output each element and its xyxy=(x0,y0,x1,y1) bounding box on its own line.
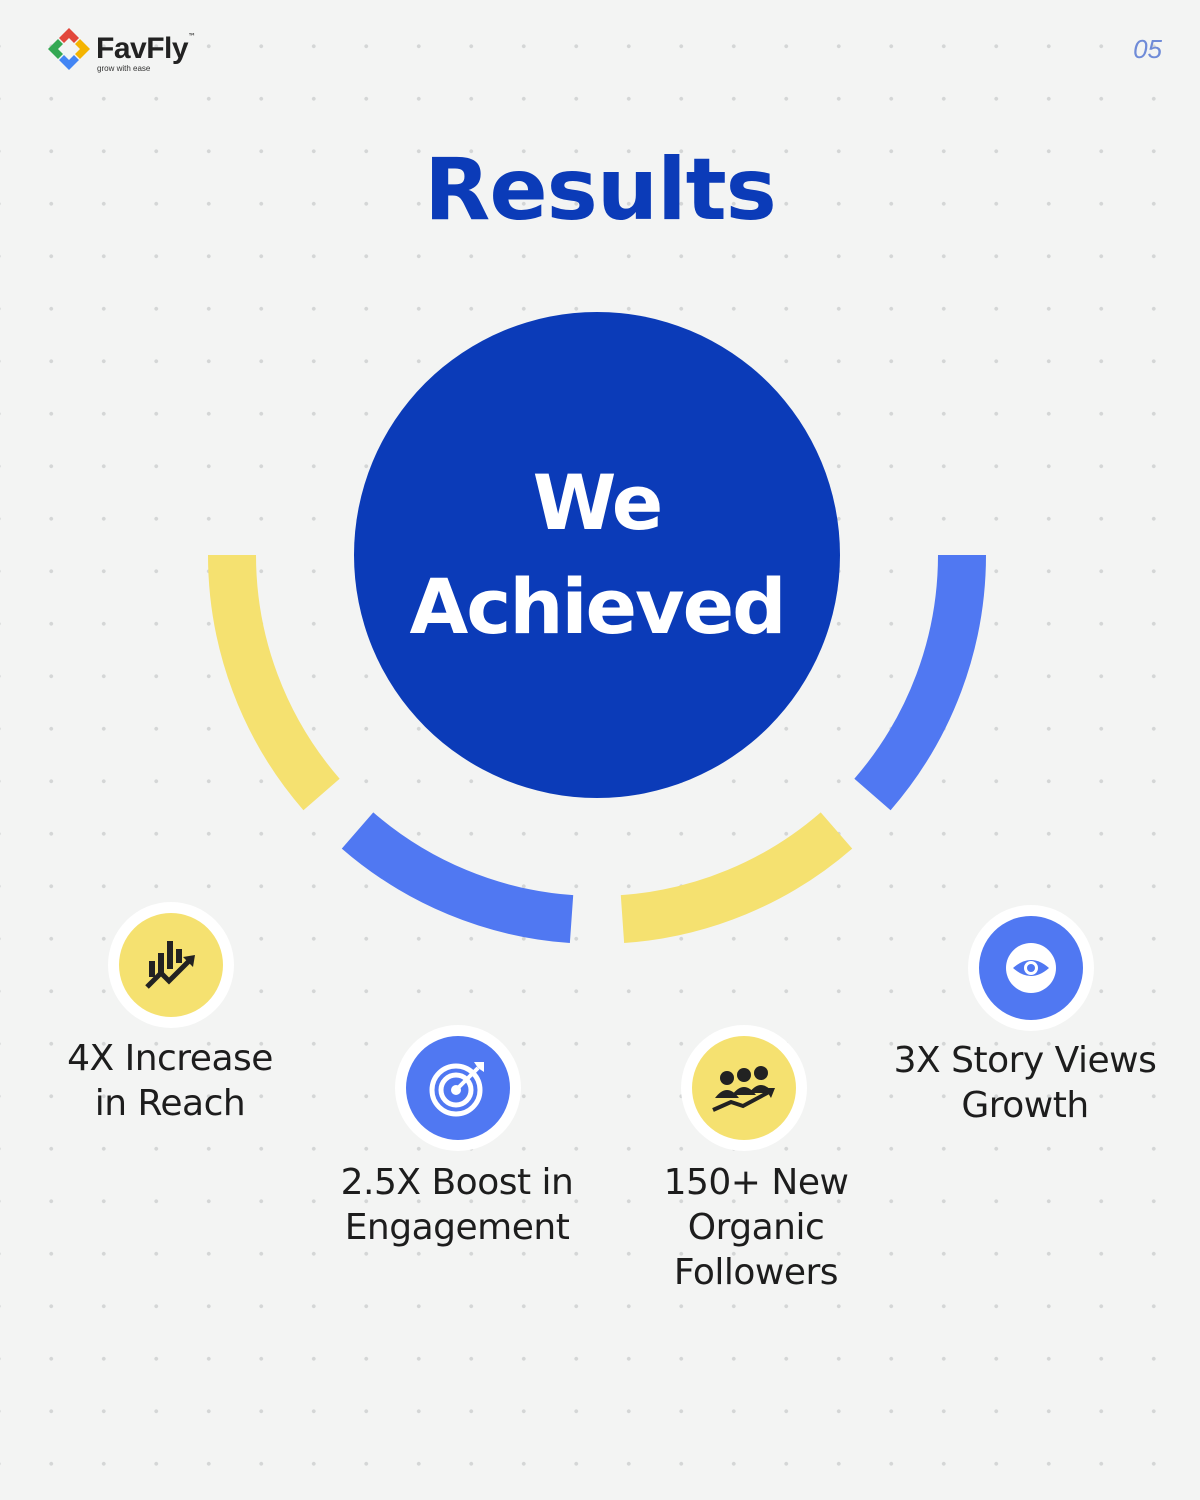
eye-icon xyxy=(1006,943,1056,993)
label-line: 3X Story Views xyxy=(893,1040,1157,1081)
hub-line-1: We xyxy=(532,458,664,547)
result-badge-story-views xyxy=(968,905,1094,1031)
favfly-logo-icon xyxy=(48,28,90,70)
ring-segment-right xyxy=(854,554,986,811)
ring-segment-left xyxy=(208,554,340,811)
followers-growth-icon xyxy=(712,1066,775,1112)
label-line: Organic xyxy=(687,1207,825,1248)
page-number: 05 xyxy=(1133,34,1162,64)
label-line: 4X Increase xyxy=(67,1038,273,1079)
label-line: Growth xyxy=(961,1085,1089,1126)
hub-circle: We Achieved xyxy=(354,312,840,798)
ring-segment-bottom-right xyxy=(620,812,853,944)
label-line: Followers xyxy=(673,1252,839,1293)
result-badge-engagement xyxy=(395,1025,521,1151)
result-label-story-views: 3X Story Views Growth xyxy=(865,1038,1185,1128)
result-label-engagement: 2.5X Boost in Engagement xyxy=(297,1160,617,1250)
brand-logo: FavFly ™ grow with ease xyxy=(46,26,197,73)
label-line: 2.5X Boost in xyxy=(340,1162,574,1203)
result-label-reach: 4X Increase in Reach xyxy=(10,1036,330,1126)
result-badge-followers xyxy=(681,1025,807,1151)
growth-chart-icon xyxy=(145,941,195,989)
result-badge-reach xyxy=(108,902,234,1028)
trademark: ™ xyxy=(188,32,197,41)
label-line: 150+ New xyxy=(663,1162,849,1203)
hub-line-2: Achieved xyxy=(409,562,786,651)
result-label-followers: 150+ New Organic Followers xyxy=(596,1160,916,1295)
ring-segment-bottom-left xyxy=(341,812,574,944)
label-line: in Reach xyxy=(94,1083,246,1124)
brand-tagline: grow with ease xyxy=(97,64,151,73)
target-icon xyxy=(429,1062,484,1117)
label-line: Engagement xyxy=(344,1207,570,1248)
page-title: Results xyxy=(424,140,777,240)
brand-name: FavFly xyxy=(96,32,189,65)
